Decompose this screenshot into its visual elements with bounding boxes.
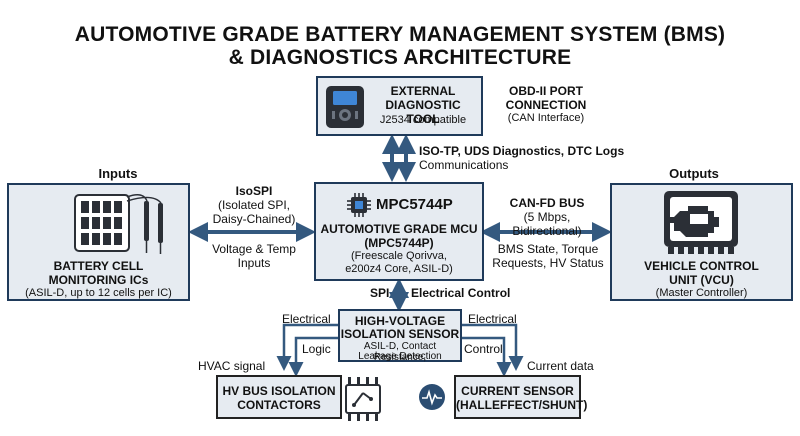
current-data-label: Current data: [527, 359, 594, 373]
obd-port-label: OBD-II PORT CONNECTION (CAN Interface): [492, 84, 600, 125]
obd-title-2: CONNECTION: [505, 98, 587, 112]
isospi-sub-2: Daisy-Chained): [212, 212, 296, 226]
vcu-title-1: VEHICLE CONTROL: [644, 259, 759, 273]
obd-sub: (CAN Interface): [507, 112, 585, 124]
canfd-sub: (5 Mbps, Bidirectional): [512, 210, 582, 238]
microchip-icon: [347, 193, 371, 217]
battery-monitoring-box: BATTERY CELL MONITORING ICs (ASIL-D, up …: [7, 183, 190, 301]
diagram-title-line2: & DIAGNOSTICS ARCHITECTURE: [228, 46, 572, 69]
electrical-left-label: Electrical: [282, 312, 331, 326]
vcu-sub: (Master Controller): [655, 287, 748, 299]
isospi-sub-1: (Isolated SPI,: [217, 198, 291, 212]
battery-title-1: BATTERY CELL: [53, 259, 144, 273]
mcu-box: MPC5744P AUTOMOTIVE GRADE MCU (MPC5744P)…: [314, 182, 484, 281]
canfd-payload-label: BMS State, Torque Requests, HV Status: [490, 242, 606, 270]
canfd-payload-1: BMS State, Torque: [497, 242, 599, 256]
current-waveform-icon: [419, 384, 445, 410]
battery-cells-multimeter-icon: [74, 194, 163, 254]
isolation-sub-1: ASIL-D, Contact Resistance,: [363, 341, 437, 363]
control-line: [462, 336, 512, 377]
contactors-title-1: HV BUS ISOLATION: [222, 384, 336, 398]
hvac-signal-label: HVAC signal: [198, 359, 266, 373]
tool-link-communications: Communications: [419, 158, 509, 172]
electrical-control-label: Electrical Control: [411, 286, 511, 300]
electrical-right-label: Electrical: [468, 312, 517, 326]
contactors-title-2: CONTACTORS: [237, 398, 321, 412]
diagnostic-tool-box: EXTERNAL DIAGNOSTIC TOOL J2534 compatibl…: [316, 76, 483, 136]
isospi-title: IsoSPI: [235, 184, 273, 198]
vcu-title-2: UNIT (VCU): [669, 273, 734, 287]
engine-ecu-icon: [664, 191, 738, 254]
canfd-title: CAN-FD BUS: [509, 196, 585, 210]
electrical-right-line: [462, 323, 524, 371]
mcu-title-2: (MPC5744P): [364, 236, 434, 250]
isolation-title-2: ISOLATION SENSOR: [340, 327, 460, 341]
current-sensor-box: CURRENT SENSOR (HALLEFFECT/SHUNT): [454, 375, 588, 419]
mcu-sub-1: (Freescale Qorivva,: [351, 250, 447, 262]
diagnostic-tool-sub: J2534 compatible: [379, 114, 467, 126]
canfd-payload-2: Requests, HV Status: [492, 256, 604, 270]
diagnostic-tool-title-1: EXTERNAL: [390, 84, 456, 98]
mcu-chip-label: MPC5744P: [376, 196, 453, 213]
diagnostic-tool-title-2: DIAGNOSTIC TOOL: [385, 98, 461, 126]
tool-mcu-link-arrows: [382, 134, 416, 182]
logic-line: [288, 336, 338, 377]
voltage-temp-label: Voltage & Temp Inputs: [202, 242, 306, 270]
isolation-sensor-box: HIGH-VOLTAGE ISOLATION SENSOR ASIL-D, Co…: [338, 309, 462, 363]
spi-label: SPI: [370, 286, 390, 300]
isolation-title-1: HIGH-VOLTAGE: [354, 314, 446, 328]
contactor-relay-icon: [345, 377, 381, 421]
logic-label: Logic: [302, 342, 331, 356]
diagnostic-scanner-icon: [326, 86, 364, 128]
isospi-label: IsoSPI (Isolated SPI, Daisy-Chained): [206, 184, 302, 226]
inputs-heading: Inputs: [98, 166, 138, 181]
tool-link-protocols: ISO-TP, UDS Diagnostics, DTC Logs: [419, 144, 625, 158]
voltage-temp-1: Voltage & Temp: [212, 242, 296, 256]
isolation-sub-2: Leakage Detection: [358, 351, 442, 362]
diagram-title-line1: AUTOMOTIVE GRADE BATTERY MANAGEMENT SYST…: [74, 23, 726, 46]
battery-sub: (ASIL-D, up to 12 cells per IC): [25, 287, 172, 299]
obd-title-1: OBD-II PORT: [509, 84, 583, 98]
voltage-temp-2: Inputs: [237, 256, 271, 270]
canfd-label: CAN-FD BUS (5 Mbps, Bidirectional): [488, 196, 606, 238]
mcu-sub-2: e200z4 Core, ASIL-D): [345, 263, 453, 275]
control-label: Control: [464, 342, 503, 356]
outputs-heading: Outputs: [669, 166, 719, 181]
contactors-box: HV BUS ISOLATION CONTACTORS: [216, 375, 342, 419]
vcu-box: VEHICLE CONTROL UNIT (VCU) (Master Contr…: [610, 183, 793, 301]
current-sensor-title-2: (HALLEFFECT/SHUNT): [456, 398, 588, 412]
electrical-left-line: [276, 323, 338, 371]
battery-title-2: MONITORING ICs: [48, 273, 149, 287]
current-sensor-title-1: CURRENT SENSOR: [461, 384, 574, 398]
mcu-title-1: AUTOMOTIVE GRADE MCU: [320, 222, 478, 236]
